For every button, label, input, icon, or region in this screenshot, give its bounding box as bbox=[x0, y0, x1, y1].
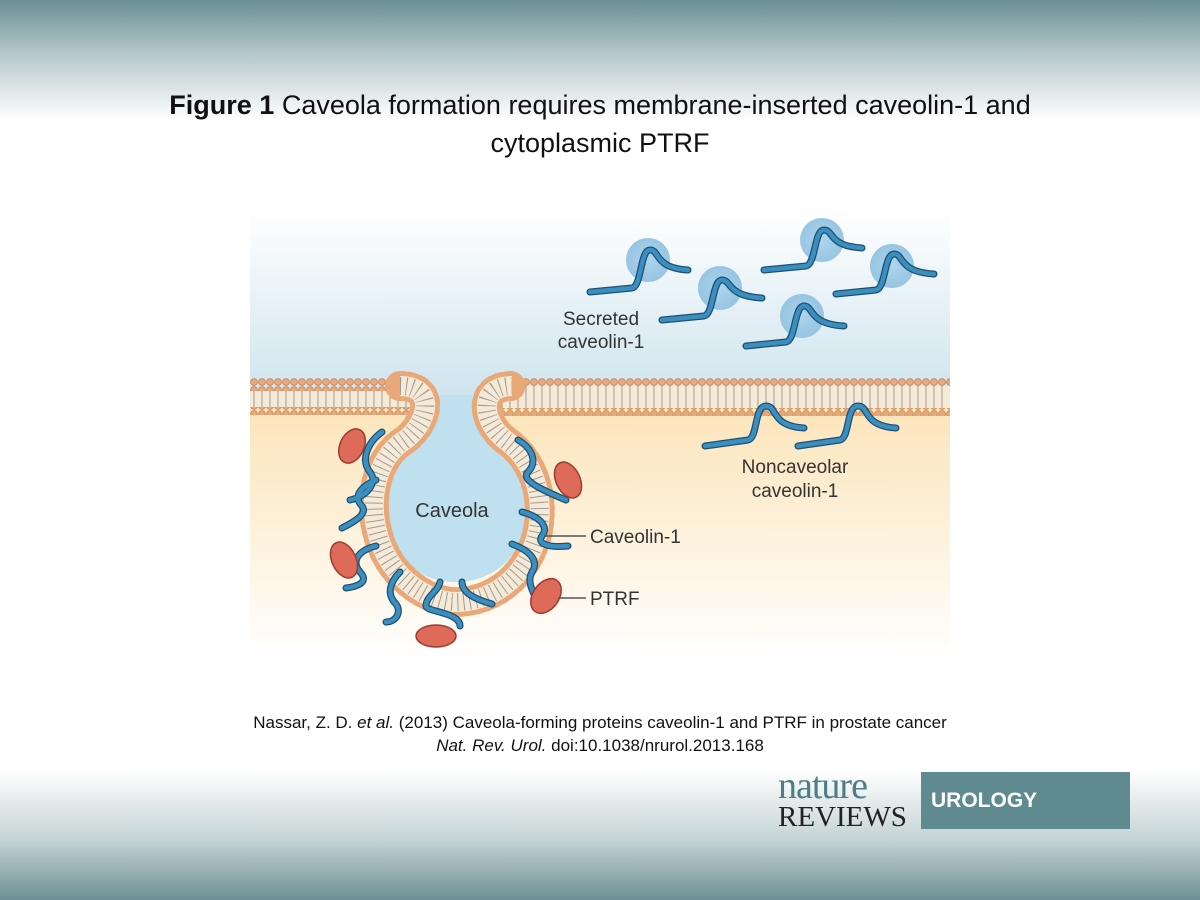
ptrf-protein bbox=[553, 461, 583, 499]
citation-title: (2013) Caveola-forming proteins caveolin… bbox=[394, 713, 947, 732]
extracellular-space bbox=[250, 210, 950, 395]
caveola-diagram: Secreted caveolin-1 Noncaveolar caveolin… bbox=[250, 210, 950, 660]
noncaveolar-caveolin bbox=[701, 402, 808, 450]
logo-wordmark: nature REVIEWS bbox=[776, 765, 918, 833]
secreted-caveolin bbox=[760, 218, 866, 274]
secreted-caveolin bbox=[742, 294, 848, 350]
secreted-caveolin bbox=[658, 266, 766, 324]
citation-authors: Nassar, Z. D. bbox=[253, 713, 358, 732]
membrane-left bbox=[250, 386, 410, 415]
logo-section-box: UROLOGY bbox=[921, 772, 1130, 829]
ptrf-protein bbox=[415, 624, 457, 648]
logo-reviews-text: REVIEWS bbox=[778, 801, 907, 833]
figure-title: Figure 1 Caveola formation requires memb… bbox=[0, 86, 1200, 162]
noncaveolar-caveolin-group bbox=[701, 402, 900, 450]
ptrf-protein bbox=[329, 541, 359, 579]
noncaveolar-caveolin bbox=[794, 402, 900, 450]
figure-label: Figure 1 bbox=[169, 90, 275, 120]
ptrf-group bbox=[329, 428, 583, 648]
caveola-membrane bbox=[358, 371, 555, 618]
secreted-caveolin bbox=[586, 238, 692, 296]
ptrf-protein bbox=[530, 577, 562, 615]
citation-doi: doi:10.1038/nrurol.2013.168 bbox=[546, 736, 764, 755]
logo-nature-text: nature bbox=[778, 765, 868, 807]
caveolin-label: Caveolin-1 bbox=[590, 527, 681, 548]
ptrf-protein bbox=[337, 428, 367, 464]
secreted-label-line2: caveolin-1 bbox=[558, 332, 645, 353]
noncaveolar-label-line1: Noncaveolar bbox=[742, 457, 849, 478]
secreted-caveolin bbox=[832, 244, 938, 298]
citation-etal: et al. bbox=[357, 713, 394, 732]
caveola-diagram-svg: Secreted caveolin-1 Noncaveolar caveolin… bbox=[250, 210, 950, 660]
caveola-label: Caveola bbox=[415, 500, 489, 522]
secreted-label-line1: Secreted bbox=[563, 309, 639, 330]
membrane-right bbox=[490, 378, 950, 416]
ptrf-label: PTRF bbox=[590, 589, 640, 610]
citation-journal: Nat. Rev. Urol. bbox=[436, 736, 547, 755]
secreted-caveolin-group bbox=[586, 218, 938, 350]
figure-title-line1: Caveola formation requires membrane-inse… bbox=[281, 90, 1031, 120]
citation: Nassar, Z. D. et al. (2013) Caveola-form… bbox=[0, 711, 1200, 757]
nature-reviews-urology-logo: nature REVIEWS UROLOGY bbox=[776, 765, 1130, 833]
figure-title-line2: cytoplasmic PTRF bbox=[490, 128, 710, 158]
noncaveolar-label-line2: caveolin-1 bbox=[752, 481, 839, 502]
